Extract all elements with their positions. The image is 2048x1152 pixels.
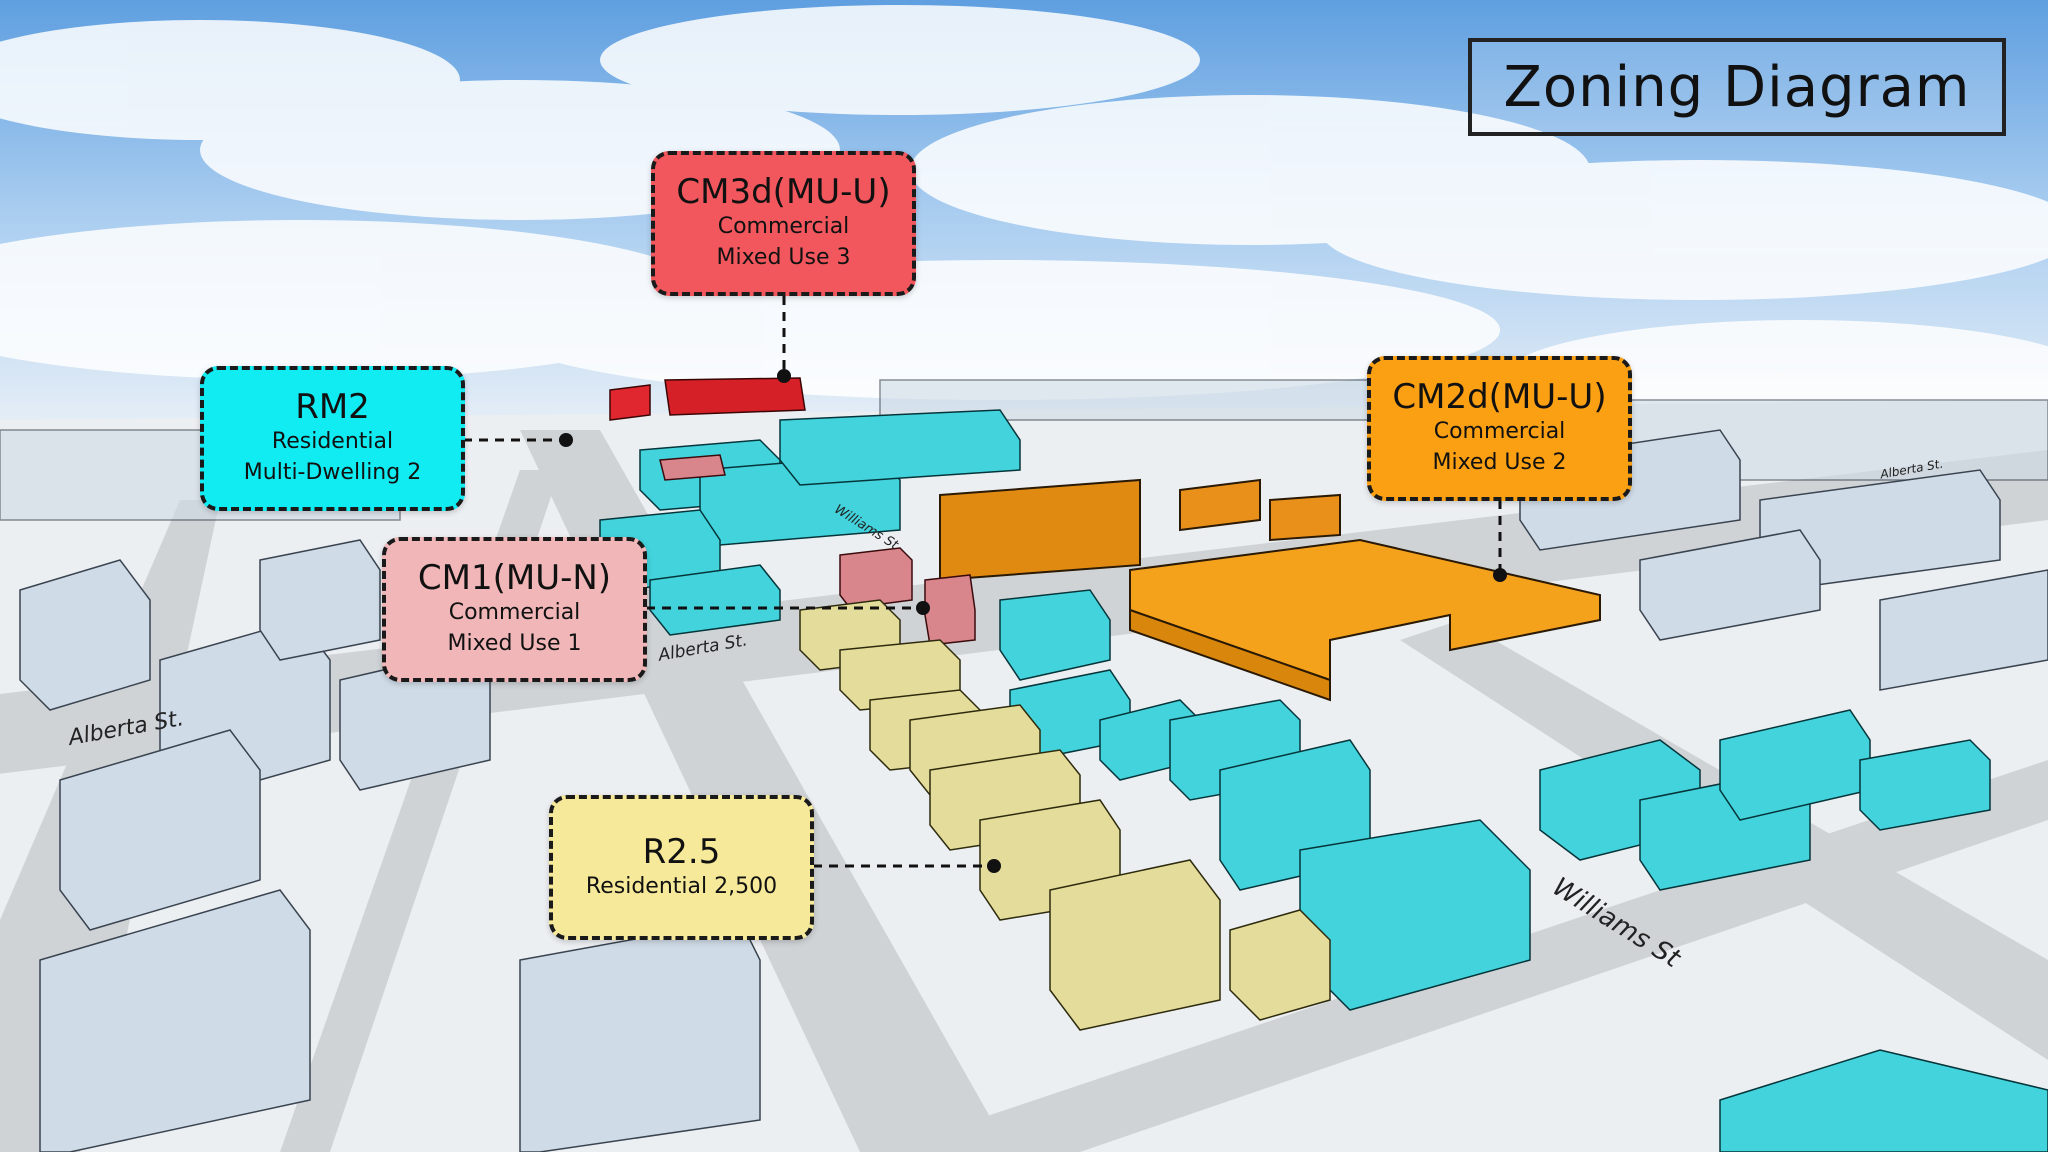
zone-description-line-2: Mixed Use 3 bbox=[716, 245, 851, 271]
diagram-title: Zoning Diagram bbox=[1468, 38, 2006, 136]
zone-label-r25: R2.5 Residential 2,500 bbox=[549, 795, 814, 940]
zone-code: CM2d(MU-U) bbox=[1392, 377, 1607, 418]
leader-lines bbox=[463, 296, 1502, 868]
r25-buildings bbox=[799, 599, 1331, 1031]
leader-dots bbox=[559, 369, 1507, 873]
zone-code: RM2 bbox=[295, 387, 370, 428]
cm1-buildings bbox=[659, 454, 976, 646]
zone-description-line-1: Commercial bbox=[448, 600, 581, 626]
cm3-buildings bbox=[609, 377, 806, 421]
zone-code: CM3d(MU-U) bbox=[676, 172, 891, 213]
zone-label-cm2: CM2d(MU-U) Commercial Mixed Use 2 bbox=[1367, 356, 1632, 501]
zone-code: R2.5 bbox=[642, 831, 721, 872]
zone-description-line-2: Mixed Use 1 bbox=[447, 631, 582, 657]
zone-description-line-2: Multi-Dwelling 2 bbox=[243, 460, 422, 486]
zone-description-line-2: Mixed Use 2 bbox=[1432, 450, 1567, 476]
cm2-buildings bbox=[939, 478, 1601, 702]
zone-label-cm3: CM3d(MU-U) Commercial Mixed Use 3 bbox=[651, 151, 916, 296]
zone-description-line-1: Commercial bbox=[717, 214, 850, 240]
zone-label-cm1: CM1(MU-N) Commercial Mixed Use 1 bbox=[382, 537, 647, 682]
rm2-buildings bbox=[599, 409, 2048, 1152]
zone-description-line-1: Commercial bbox=[1433, 419, 1566, 445]
zone-description-line-1: Residential 2,500 bbox=[585, 873, 778, 899]
zone-code: CM1(MU-N) bbox=[417, 558, 612, 599]
zone-description-line-1: Residential bbox=[271, 429, 394, 455]
zone-label-rm2: RM2 Residential Multi-Dwelling 2 bbox=[200, 366, 465, 511]
